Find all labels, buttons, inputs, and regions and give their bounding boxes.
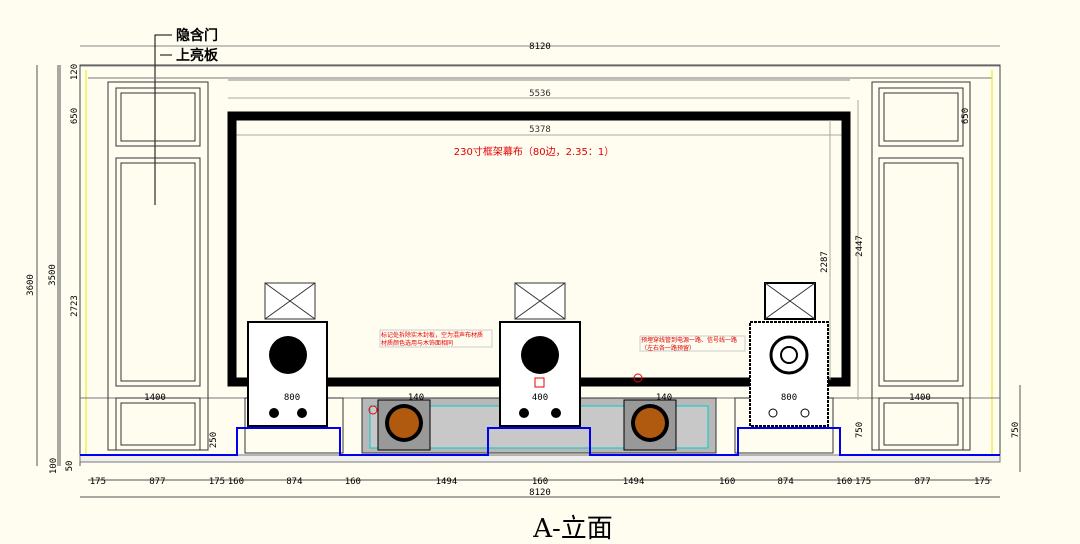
floor-base bbox=[79, 454, 1001, 463]
marker-center bbox=[534, 377, 545, 388]
dim-bottom-segment: 160 bbox=[719, 477, 735, 487]
dim-bottom-segment: 874 bbox=[777, 477, 793, 487]
dim-overall-width: 8120 bbox=[529, 42, 551, 52]
dim-right-door: 1400 bbox=[909, 393, 931, 403]
dim-right-cabinet: 750 bbox=[855, 422, 865, 438]
dim-left-panel-top: 650 bbox=[70, 108, 80, 124]
dim-left-cabinet: 250 bbox=[209, 432, 219, 448]
dim-total-height: 3600 bbox=[26, 274, 36, 296]
dim-screen-height-2: 2447 bbox=[855, 235, 865, 257]
dim-bottom-segment: 877 bbox=[914, 477, 930, 487]
svg-text:材质颜色选用与木饰面相同: 材质颜色选用与木饰面相同 bbox=[381, 339, 453, 347]
note-right: 预埋穿线管到电源一路、信号线一路 （左右各一路预留） bbox=[639, 335, 746, 352]
cable-conduit-line bbox=[80, 427, 1000, 456]
dim-right-speaker: 800 bbox=[781, 393, 797, 403]
dim-bottom-segment: 877 bbox=[149, 477, 165, 487]
dim-bottom-segment: 874 bbox=[286, 477, 302, 487]
dim-right-top-panel: 650 bbox=[961, 108, 971, 124]
dim-screen-width: 5378 bbox=[529, 125, 551, 135]
dim-right-sub: 140 bbox=[656, 393, 672, 403]
dim-screen-height-1: 2287 bbox=[820, 251, 830, 273]
dim-right-outer: 750 bbox=[1011, 422, 1021, 438]
dim-bottom-segment: 175 bbox=[855, 477, 871, 487]
dim-bottom-segment: 160 bbox=[532, 477, 548, 487]
dim-inner-width: 5536 bbox=[529, 89, 551, 99]
dim-bottom-segment: 175 bbox=[209, 477, 225, 487]
left-speaker bbox=[247, 282, 328, 427]
callout-upper-panel: 上亮板 bbox=[176, 47, 219, 64]
screen-label: 230寸框架幕布（80边，2.35：1） bbox=[454, 145, 614, 158]
top-dimension-lines bbox=[80, 45, 1000, 136]
dim-bottom-segment: 1494 bbox=[623, 477, 645, 487]
dim-bottom-segment: 175 bbox=[974, 477, 990, 487]
center-speaker bbox=[499, 282, 581, 427]
dim-left-speaker: 800 bbox=[284, 393, 300, 403]
callout-leader bbox=[154, 34, 172, 205]
callout-hidden-door: 隐含门 bbox=[176, 27, 218, 44]
dim-bottom-total: 8120 bbox=[529, 488, 551, 498]
dim-bottom-segment: 1494 bbox=[436, 477, 458, 487]
dim-left-sub: 140 bbox=[408, 393, 424, 403]
note-left: 标记处拆除实木封板，空为混声布材质 材质颜色选用与木饰面相同 bbox=[379, 329, 493, 348]
dim-bottom-segment: 175 bbox=[90, 477, 106, 487]
dim-bottom-segment: 160 bbox=[345, 477, 361, 487]
dim-left-base1: 100 bbox=[49, 458, 59, 474]
left-dimension-lines bbox=[36, 65, 81, 466]
dim-left-door: 1400 bbox=[144, 393, 166, 403]
dim-center: 400 bbox=[532, 393, 548, 403]
dim-left-top: 120 bbox=[70, 64, 80, 80]
left-wall-panels bbox=[107, 81, 209, 451]
svg-text:（左右各一路预留）: （左右各一路预留） bbox=[641, 344, 695, 352]
dim-left-panel-mid: 2723 bbox=[70, 295, 80, 317]
right-speaker bbox=[749, 282, 829, 427]
svg-text:预埋穿线管到电源一路、信号线一路: 预埋穿线管到电源一路、信号线一路 bbox=[641, 336, 737, 344]
dim-bottom-segment: 160 bbox=[836, 477, 852, 487]
right-wall-panels bbox=[871, 81, 971, 451]
drawing-title: A-立面 bbox=[532, 514, 613, 544]
dim-bottom-segment: 160 bbox=[228, 477, 244, 487]
subwoofers bbox=[377, 399, 677, 451]
svg-text:标记处拆除实木封板，空为混声布材质: 标记处拆除实木封板，空为混声布材质 bbox=[381, 331, 483, 339]
dim-sub-height: 3500 bbox=[48, 264, 58, 286]
dim-left-base2: 50 bbox=[65, 461, 75, 472]
